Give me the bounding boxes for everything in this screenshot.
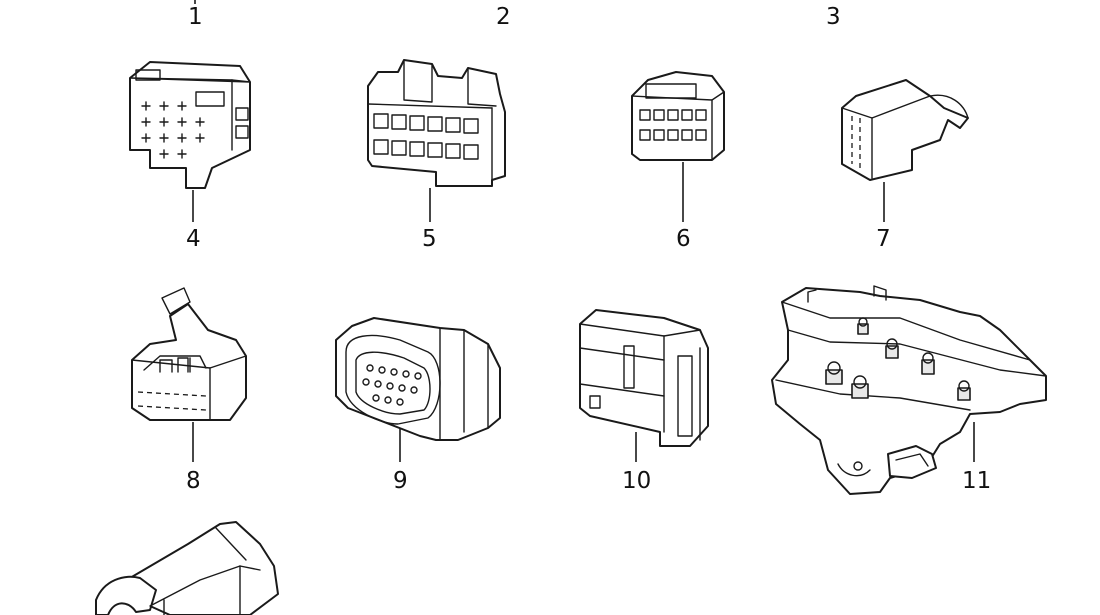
label-7: 7 [876, 226, 891, 252]
label-6: 6 [676, 226, 691, 252]
label-4: 4 [186, 226, 201, 252]
label-5: 5 [422, 226, 437, 252]
connector-part-9 [335, 317, 501, 441]
label-11: 11 [962, 468, 991, 494]
connector-part-7 [841, 79, 969, 181]
connector-part-bottom [95, 521, 279, 615]
label-2: 2 [496, 4, 511, 30]
label-9: 9 [393, 468, 408, 494]
label-10: 10 [622, 468, 651, 494]
label-3: 3 [826, 4, 841, 30]
connector-part-5 [367, 59, 506, 187]
connector-part-8 [131, 287, 247, 421]
bracket-part-11 [771, 285, 1047, 495]
connector-part-4 [129, 61, 251, 189]
label-8: 8 [186, 468, 201, 494]
connector-part-6 [631, 71, 725, 161]
connector-part-10 [579, 309, 709, 447]
label-1: 1 [188, 4, 203, 30]
